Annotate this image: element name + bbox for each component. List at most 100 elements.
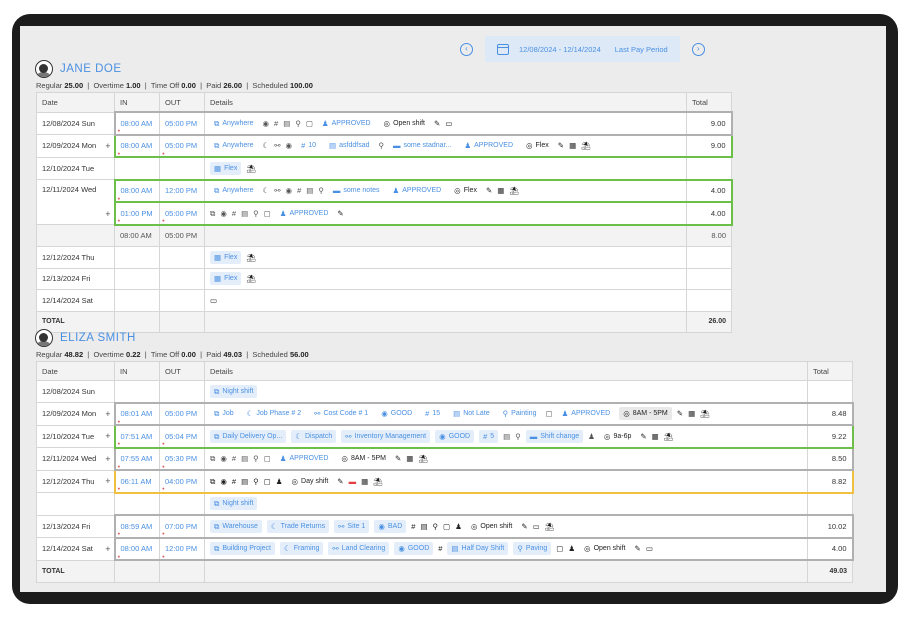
add-punch-icon[interactable]: + [105,476,111,487]
table-row[interactable]: 12/10/2024 Tue ▦Flex ⛱ [36,156,732,180]
clock-out[interactable]: 12:00 PM● [159,536,205,561]
shift-chip[interactable]: ◎Open shift [383,118,426,128]
calendar-icon[interactable]: ▭ [532,521,540,531]
calendar-icon[interactable]: ▦ [651,431,659,441]
table-row[interactable]: 12/12/2024 Thu ▦Flex ⛱ [36,246,732,269]
beach-icon[interactable]: ⛱ [246,274,256,283]
edit-icon[interactable]: ✎ [337,476,344,486]
shift-chip[interactable]: ◎8AM - 5PM [341,454,386,463]
clock-in[interactable]: 08:01 AM● [113,401,160,426]
flex-chip[interactable]: ▦Flex [210,272,242,286]
calendar-icon[interactable]: ▭ [445,118,453,128]
add-punch-icon[interactable]: + [105,408,111,419]
calendar-icon[interactable]: ▭ [645,544,653,553]
beach-icon[interactable]: ⛱ [544,521,555,531]
clock-out[interactable]: 04:00 PM● [159,469,205,494]
approval-status[interactable]: ♟APPROVED [392,186,442,195]
beach-icon[interactable]: ⛱ [581,141,591,150]
table-row[interactable]: 01:00 PM● 05:00 PM● ⧉◉#▤⚲▢ ♟APPROVED ✎ 4… [37,201,733,226]
shift-chip[interactable]: ◎8AM - 5PM [619,407,672,421]
beach-icon[interactable]: ⛱ [418,454,428,463]
job-chip[interactable]: ⧉Warehouse [210,519,262,533]
shift-chip[interactable]: ◎Open shift [584,544,626,553]
shift-chip[interactable]: ⧉Night shift [210,384,258,398]
shift-chip[interactable]: ◎Flex [526,141,549,150]
clock-in[interactable]: 01:00 PM● [113,201,160,226]
table-row[interactable]: 12/09/2024 Mon+ 08:00 AM● 05:00 PM● ⧉Any… [36,133,733,158]
table-row[interactable]: ⧉Night shift [36,492,853,516]
edit-icon[interactable]: ✎ [557,141,565,150]
calendar-icon[interactable]: ▦ [406,454,414,463]
clock-in[interactable]: 08:00 AM● [113,178,160,203]
beach-icon[interactable]: ⛱ [246,252,256,262]
add-punch-icon[interactable]: + [105,209,111,219]
clock-in[interactable]: 08:00 AM● [113,133,160,158]
approval-status[interactable]: ♟APPROVED [279,454,329,463]
clock-in[interactable]: 08:00 AM● [113,536,160,561]
beach-icon[interactable]: ⛱ [700,409,710,418]
edit-icon[interactable]: ✎ [521,521,528,531]
add-punch-icon[interactable]: + [105,453,111,464]
pay-period-box[interactable]: 12/08/2024 - 12/14/2024 Last Pay Period [485,36,680,62]
add-punch-icon[interactable]: + [105,140,111,151]
add-punch-icon[interactable]: + [105,431,111,442]
shift-chip[interactable]: ◎9a-6p [603,431,632,441]
edit-icon[interactable]: ✎ [676,409,684,418]
clock-in[interactable]: 08:00 AM● [113,111,160,136]
table-row[interactable]: 12/09/2024 Mon+ 08:01 AM● 05:00 PM ⧉Job … [36,401,854,426]
table-row[interactable]: 12/08/2024 Sun 08:00 AM● 05:00 PM ⧉Anywh… [36,111,733,136]
edit-icon[interactable]: ✎ [640,431,647,441]
clock-out[interactable]: 05:00 PM [159,401,205,426]
employee-name[interactable]: ELIZA SMITH [60,332,136,344]
shift-chip[interactable]: ◎Open shift [470,521,513,531]
clock-out[interactable]: 05:00 PM [159,111,205,136]
approval-status[interactable]: ♟APPROVED [321,118,371,128]
job-chip[interactable]: ⧉Job [214,409,234,418]
edit-icon[interactable]: ✎ [337,208,344,218]
clock-in[interactable]: 07:55 AM● [113,446,160,471]
table-row[interactable]: 12/14/2024 Sat+ 08:00 AM● 12:00 PM● ⧉Bui… [36,536,854,561]
clock-out[interactable]: 05:00 PM● [159,133,205,158]
edit-icon[interactable]: ✎ [394,454,402,463]
clock-in[interactable]: 07:51 AM● [113,424,160,449]
table-row[interactable]: 12/13/2024 Fri 08:59 AM● 07:00 PM● ⧉Ware… [36,514,854,539]
calendar-icon[interactable]: ▦ [361,476,369,486]
table-row[interactable]: 12/13/2024 Fri ▦Flex ⛱ [36,267,732,290]
coffee-break-icon[interactable]: ▬ [348,476,357,486]
table-row[interactable]: 12/08/2024 Sun ⧉Night shift [36,380,853,403]
clock-in[interactable]: 06:11 AM● [113,469,160,494]
clock-in[interactable]: 08:59 AM● [113,514,160,539]
shift-chip[interactable]: ◎Flex [454,186,477,195]
next-period-icon[interactable]: › [691,42,705,56]
job-chip[interactable]: ⧉Building Project [210,542,275,556]
approval-status[interactable]: ♟APPROVED [464,141,513,150]
calendar-icon[interactable]: ▦ [497,186,505,195]
add-punch-icon[interactable]: + [105,543,111,554]
calendar-icon[interactable]: ▭ [210,296,218,304]
edit-icon[interactable]: ✎ [634,544,641,553]
clock-out[interactable]: 07:00 PM● [159,514,205,539]
clock-out[interactable]: 05:00 PM● [159,201,205,226]
job-chip[interactable]: ⧉Anywhere [214,118,254,128]
beach-icon[interactable]: ⛱ [509,186,519,195]
last-pay-period-link[interactable]: Last Pay Period [614,44,668,54]
table-row[interactable]: 12/11/2024 Wed+ 08:00 AM● 12:00 PM ⧉Anyw… [36,178,733,225]
clock-out[interactable]: 12:00 PM [159,178,205,203]
shift-chip[interactable]: ◎Day shift [291,476,329,486]
beach-icon[interactable]: ⛱ [663,431,674,441]
table-row[interactable]: 12/12/2024 Thu+ 06:11 AM● 04:00 PM● ⧉◉#▤… [36,469,854,494]
edit-icon[interactable]: ✎ [434,118,441,128]
table-row[interactable]: 12/11/2024 Wed+ 07:55 AM● 05:30 PM● ⧉◉#▤… [36,446,854,471]
prev-period-icon[interactable]: ‹ [460,42,473,56]
job-chip[interactable]: ⧉Anywhere [214,141,254,150]
clock-out[interactable]: 05:30 PM● [159,446,205,471]
approval-status[interactable]: ♟APPROVED [279,208,329,218]
calendar-icon[interactable]: ▦ [569,141,577,150]
employee-name[interactable]: JANE DOE [60,63,122,75]
calendar-icon[interactable]: ▦ [688,409,696,418]
job-chip[interactable]: ⧉Daily Delivery Op... [210,429,287,443]
table-row[interactable]: 12/10/2024 Tue+ 07:51 AM● 05:04 PM● ⧉Dai… [36,424,854,449]
job-chip[interactable]: ⧉Anywhere [214,186,254,195]
flex-chip[interactable]: ▦Flex [210,250,242,264]
shift-chip[interactable]: ⧉Night shift [210,497,258,511]
